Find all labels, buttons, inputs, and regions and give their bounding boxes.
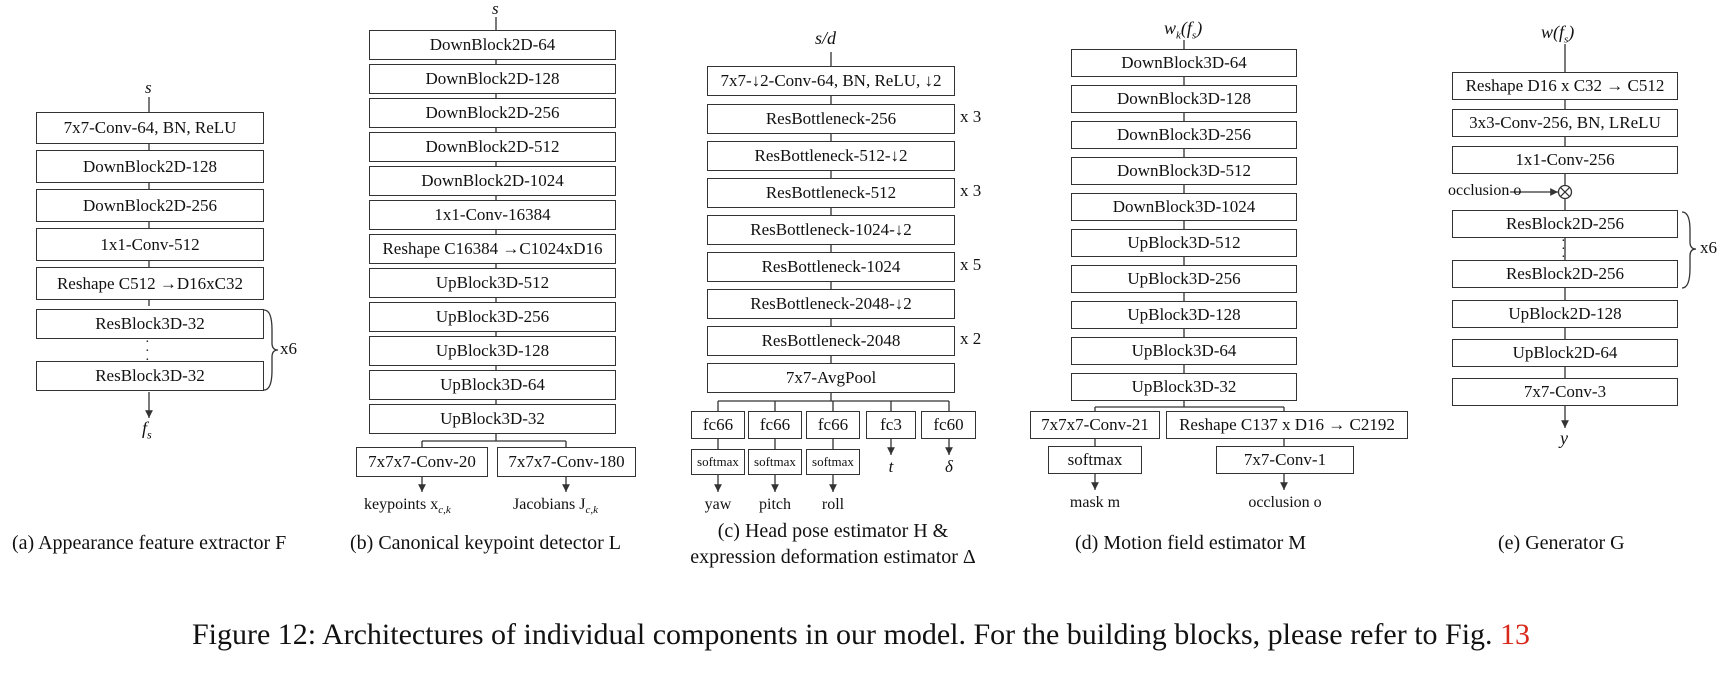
block: DownBlock2D-256: [369, 98, 616, 128]
block: ResBlock3D-32: [36, 361, 264, 391]
head-block: 7x7x7-Conv-180: [497, 447, 636, 477]
block: ResBottleneck-512: [707, 178, 955, 208]
output-label: fs: [142, 418, 152, 442]
fc-block: fc3: [866, 411, 916, 439]
block: ResBottleneck-512-↓2: [707, 141, 955, 171]
block: UpBlock3D-256: [1071, 265, 1297, 293]
output-label: t: [888, 457, 894, 476]
block: 1x1-Conv-512: [36, 228, 264, 261]
output-label: yaw: [704, 496, 732, 513]
repeat-label: x6: [280, 339, 297, 358]
block: 1x1-Conv-256: [1452, 146, 1678, 174]
softmax-block: softmax: [806, 449, 860, 475]
head-block: Reshape C137 x D16 → C2192: [1166, 411, 1408, 439]
block: DownBlock3D-1024: [1071, 193, 1297, 221]
input-label: s: [492, 0, 499, 18]
output-label: keypoints xc,k: [364, 496, 451, 517]
block: UpBlock3D-256: [369, 302, 616, 332]
block: 1x1-Conv-16384: [369, 200, 616, 230]
panel-caption-line2: expression deformation estimator Δ: [690, 546, 976, 568]
block: DownBlock2D-256: [36, 189, 264, 222]
block: Reshape D16 x C32 → C512: [1452, 72, 1678, 100]
block: ResBottleneck-1024: [707, 252, 955, 282]
output-label: mask m: [1069, 494, 1121, 511]
input-label: wk(fs): [1164, 18, 1203, 42]
block: ResBlock3D-32: [36, 309, 264, 339]
input-label: w(fs): [1541, 22, 1575, 46]
input-label: s/d: [815, 28, 837, 48]
block: 7x7-↓2-Conv-64, BN, ReLU, ↓2: [707, 66, 955, 96]
block: DownBlock2D-128: [36, 150, 264, 183]
figure-reference-link[interactable]: 13: [1500, 618, 1531, 651]
block: 7x7-AvgPool: [707, 363, 955, 393]
block: DownBlock2D-512: [369, 132, 616, 162]
block: DownBlock2D-64: [369, 30, 616, 60]
block: DownBlock3D-64: [1071, 49, 1297, 77]
block: Reshape C16384 →C1024xD16: [369, 234, 616, 264]
softmax-block: softmax: [691, 449, 745, 475]
fc-block: fc66: [691, 411, 745, 439]
panel-caption: (c) Head pose estimator H &: [717, 520, 949, 542]
output-label: pitch: [759, 496, 791, 513]
block: ResBlock2D-256: [1452, 210, 1678, 238]
block: UpBlock3D-128: [369, 336, 616, 366]
panel-caption: (b) Canonical keypoint detector L: [350, 532, 622, 554]
head-block: 7x7x7-Conv-20: [356, 447, 488, 477]
block: ResBottleneck-1024-↓2: [707, 215, 955, 245]
output-label: Jacobians Jc,k: [513, 496, 598, 517]
block: DownBlock3D-256: [1071, 121, 1297, 149]
block: UpBlock3D-128: [1071, 301, 1297, 329]
output-label: occlusion o: [1248, 494, 1322, 511]
fc-block: fc66: [748, 411, 802, 439]
block: UpBlock3D-512: [1071, 229, 1297, 257]
block: 7x7-Conv-3: [1452, 378, 1678, 406]
block: Reshape C512 →D16xC32: [36, 267, 264, 300]
block: ResBottleneck-2048-↓2: [707, 289, 955, 319]
block: DownBlock2D-128: [369, 64, 616, 94]
block: UpBlock3D-32: [1071, 373, 1297, 401]
figure-caption: Figure 12: Architectures of individual c…: [191, 618, 1531, 651]
block: UpBlock3D-512: [369, 268, 616, 298]
block: ResBlock2D-256: [1452, 260, 1678, 288]
block: ResBottleneck-256: [707, 104, 955, 134]
head-block: 7x7x7-Conv-21: [1030, 411, 1160, 439]
block: UpBlock3D-64: [369, 370, 616, 400]
panel-caption: (d) Motion field estimator M: [1075, 532, 1307, 554]
ellipsis: ···: [145, 335, 150, 368]
input-label: s: [145, 78, 152, 97]
repeat-label: x 2: [960, 329, 982, 348]
fc-block: fc66: [806, 411, 860, 439]
occlusion-label: occlusion o: [1448, 182, 1522, 199]
block: UpBlock3D-32: [369, 404, 616, 434]
block: 7x7-Conv-64, BN, ReLU: [36, 112, 264, 144]
conv-block: 7x7-Conv-1: [1216, 446, 1354, 474]
repeat-label: x 5: [960, 255, 982, 274]
output-label: roll: [821, 496, 845, 513]
softmax-block: softmax: [748, 449, 802, 475]
block: DownBlock3D-512: [1071, 157, 1297, 185]
output-label: δ: [945, 457, 953, 476]
block: UpBlock2D-128: [1452, 300, 1678, 328]
ellipsis: ···: [1561, 234, 1566, 265]
repeat-label: x 3: [960, 181, 982, 200]
block: UpBlock2D-64: [1452, 339, 1678, 367]
panel-caption: (e) Generator G: [1498, 532, 1625, 554]
block: ResBottleneck-2048: [707, 326, 955, 356]
repeat-label: x6: [1700, 238, 1717, 257]
block: DownBlock3D-128: [1071, 85, 1297, 113]
panel-caption: (a) Appearance feature extractor F: [12, 532, 287, 554]
repeat-label: x 3: [960, 107, 982, 126]
output-label: y: [1560, 428, 1568, 448]
block: UpBlock3D-64: [1071, 337, 1297, 365]
block: DownBlock2D-1024: [369, 166, 616, 196]
fc-block: fc60: [921, 411, 976, 439]
softmax-block: softmax: [1048, 446, 1142, 474]
block: 3x3-Conv-256, BN, LReLU: [1452, 109, 1678, 137]
